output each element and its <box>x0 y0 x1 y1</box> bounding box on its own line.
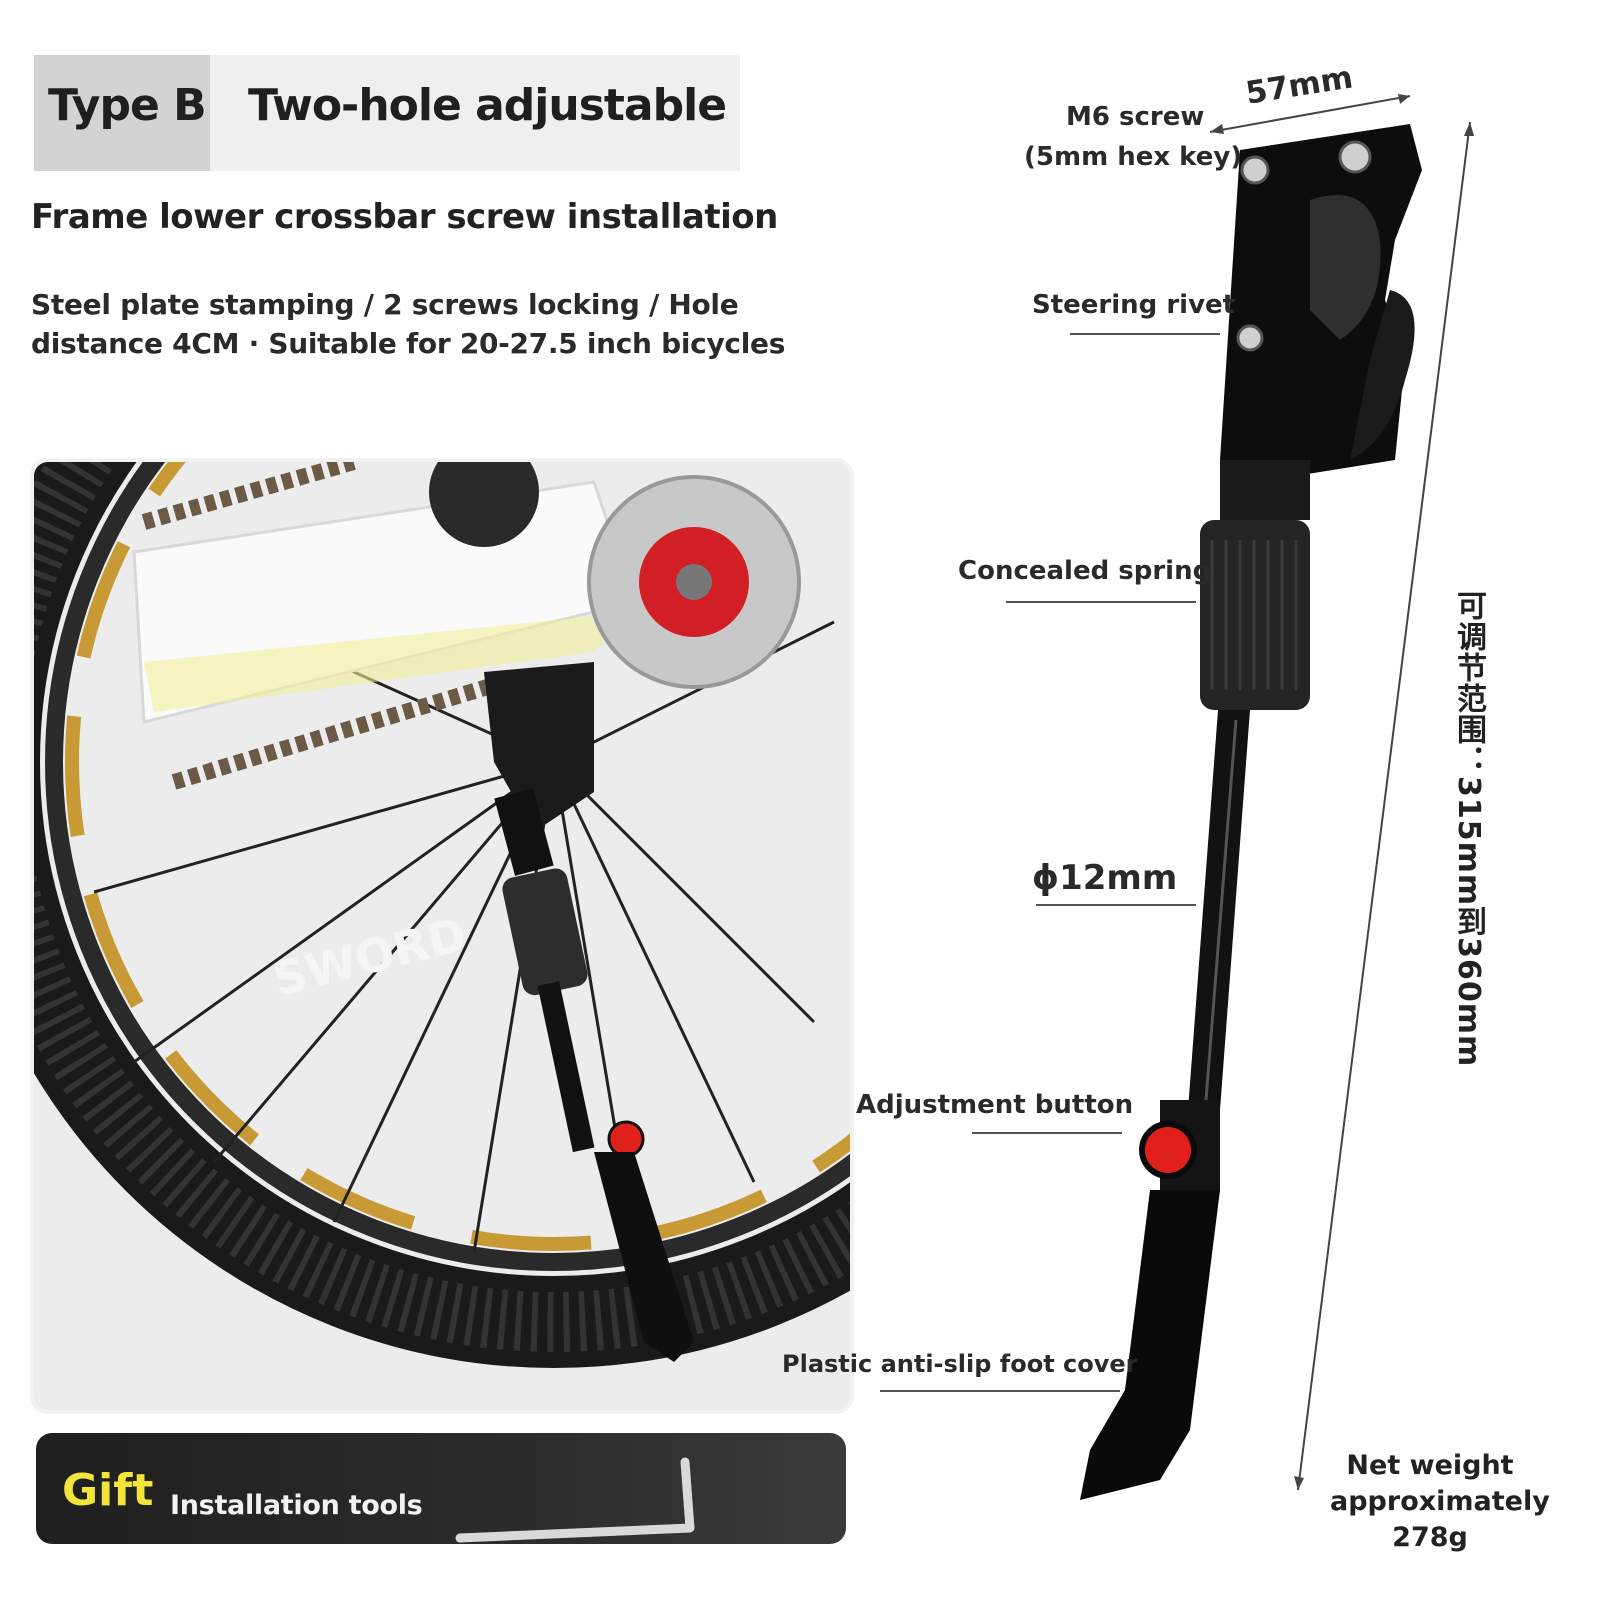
hex-key-icon <box>455 1457 695 1543</box>
button-leader-line <box>972 1132 1122 1134</box>
kickstand-rod <box>1188 710 1250 1110</box>
foot-cover-label: Plastic anti-slip foot cover <box>782 1350 1138 1378</box>
bike-wheel-illustration: SWORD <box>34 462 850 1410</box>
screw-icon <box>1240 155 1270 185</box>
kickstand-photo <box>484 662 694 1362</box>
net-weight-line-3: 278g <box>1392 1522 1468 1553</box>
foot-leader-line <box>880 1390 1120 1392</box>
type-label: Type B <box>48 80 207 131</box>
screw-label-detail: (5mm hex key) <box>1024 142 1243 172</box>
adjustment-button-icon <box>1139 1121 1197 1179</box>
rivet-label: Steering rivet <box>1032 290 1236 320</box>
rivet-icon <box>1236 324 1264 352</box>
screw-label: M6 screw <box>1066 102 1205 132</box>
adjustment-button-label: Adjustment button <box>856 1090 1134 1120</box>
spring-label: Concealed spring <box>958 556 1212 586</box>
net-weight-line-2: approximately <box>1330 1486 1550 1517</box>
page-title: Two-hole adjustable <box>248 80 727 131</box>
net-weight: Net weight approximately 278g <box>1330 1448 1550 1556</box>
kickstand-diagram <box>1080 94 1474 1500</box>
installation-photo: SWORD <box>34 462 850 1410</box>
title-banner <box>210 55 740 171</box>
foot-cover <box>1080 1190 1220 1500</box>
description-line-1: Steel plate stamping / 2 screws locking … <box>31 288 739 321</box>
description-line-2: distance 4CM · Suitable for 20-27.5 inch… <box>31 327 786 360</box>
net-weight-line-1: Net weight <box>1346 1450 1514 1481</box>
type-badge <box>34 55 210 171</box>
rivet-leader-line <box>1070 333 1220 335</box>
subtitle: Frame lower crossbar screw installation <box>31 197 778 237</box>
gift-banner <box>36 1433 846 1544</box>
gift-item-label: Installation tools <box>170 1490 423 1521</box>
adjustable-range-label: 可调节范围：315mm到360mm <box>1451 590 1486 1068</box>
gift-label: Gift <box>62 1465 154 1516</box>
screw-icon <box>1338 140 1372 174</box>
spring-leader-line <box>1006 601 1196 603</box>
diameter-leader-line <box>1036 904 1196 906</box>
diameter-label: ϕ12mm <box>1032 858 1178 898</box>
